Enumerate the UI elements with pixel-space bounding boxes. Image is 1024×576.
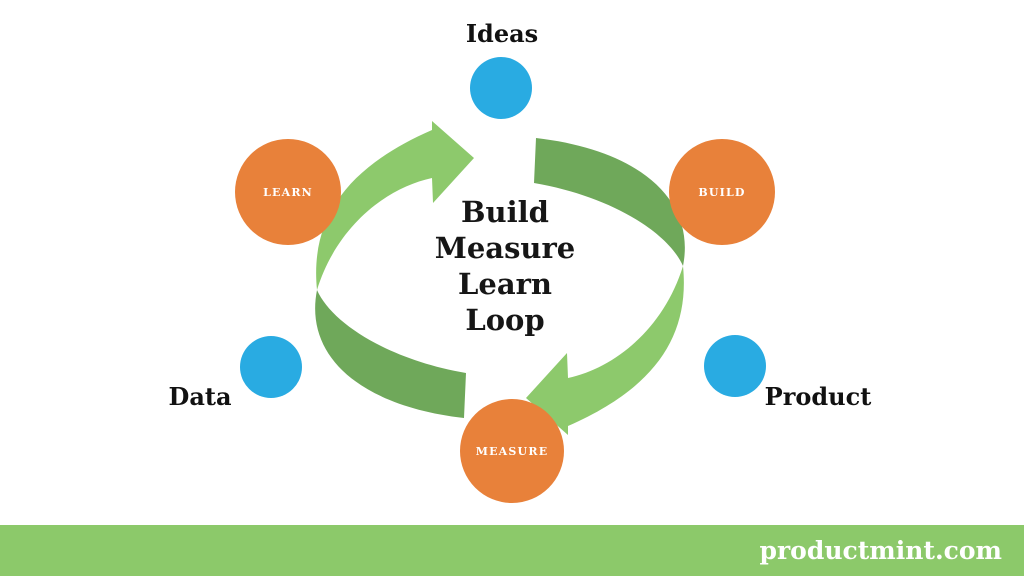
diagram-title: Build Measure Learn Loop	[435, 194, 575, 338]
stage-circle-learn: LEARN	[235, 139, 341, 245]
footer-bar: productmint.com	[0, 525, 1024, 576]
stage-label-learn: LEARN	[263, 185, 313, 199]
loop-arc-left-icon	[315, 290, 466, 418]
title-line-learn: Learn	[457, 267, 552, 301]
footer-site-name: productmint.com	[759, 536, 1002, 565]
stage-label-build: BUILD	[698, 185, 746, 199]
title-line-loop: Loop	[465, 303, 545, 337]
title-line-build: Build	[461, 195, 549, 229]
product-label: Product	[764, 382, 872, 411]
data-label: Data	[168, 382, 232, 411]
data-dot	[240, 336, 302, 398]
product-dot	[704, 335, 766, 397]
loop-arrow-top-icon	[316, 121, 474, 290]
ideas-dot	[470, 57, 532, 119]
stage-circle-measure: MEASURE	[460, 399, 564, 503]
stage-label-measure: MEASURE	[475, 444, 549, 458]
stage-circle-build: BUILD	[669, 139, 775, 245]
ideas-label: Ideas	[465, 19, 539, 48]
title-line-measure: Measure	[434, 231, 576, 265]
loop-arrow-bottom-icon	[526, 266, 684, 435]
loop-arc-right-icon	[534, 138, 685, 266]
